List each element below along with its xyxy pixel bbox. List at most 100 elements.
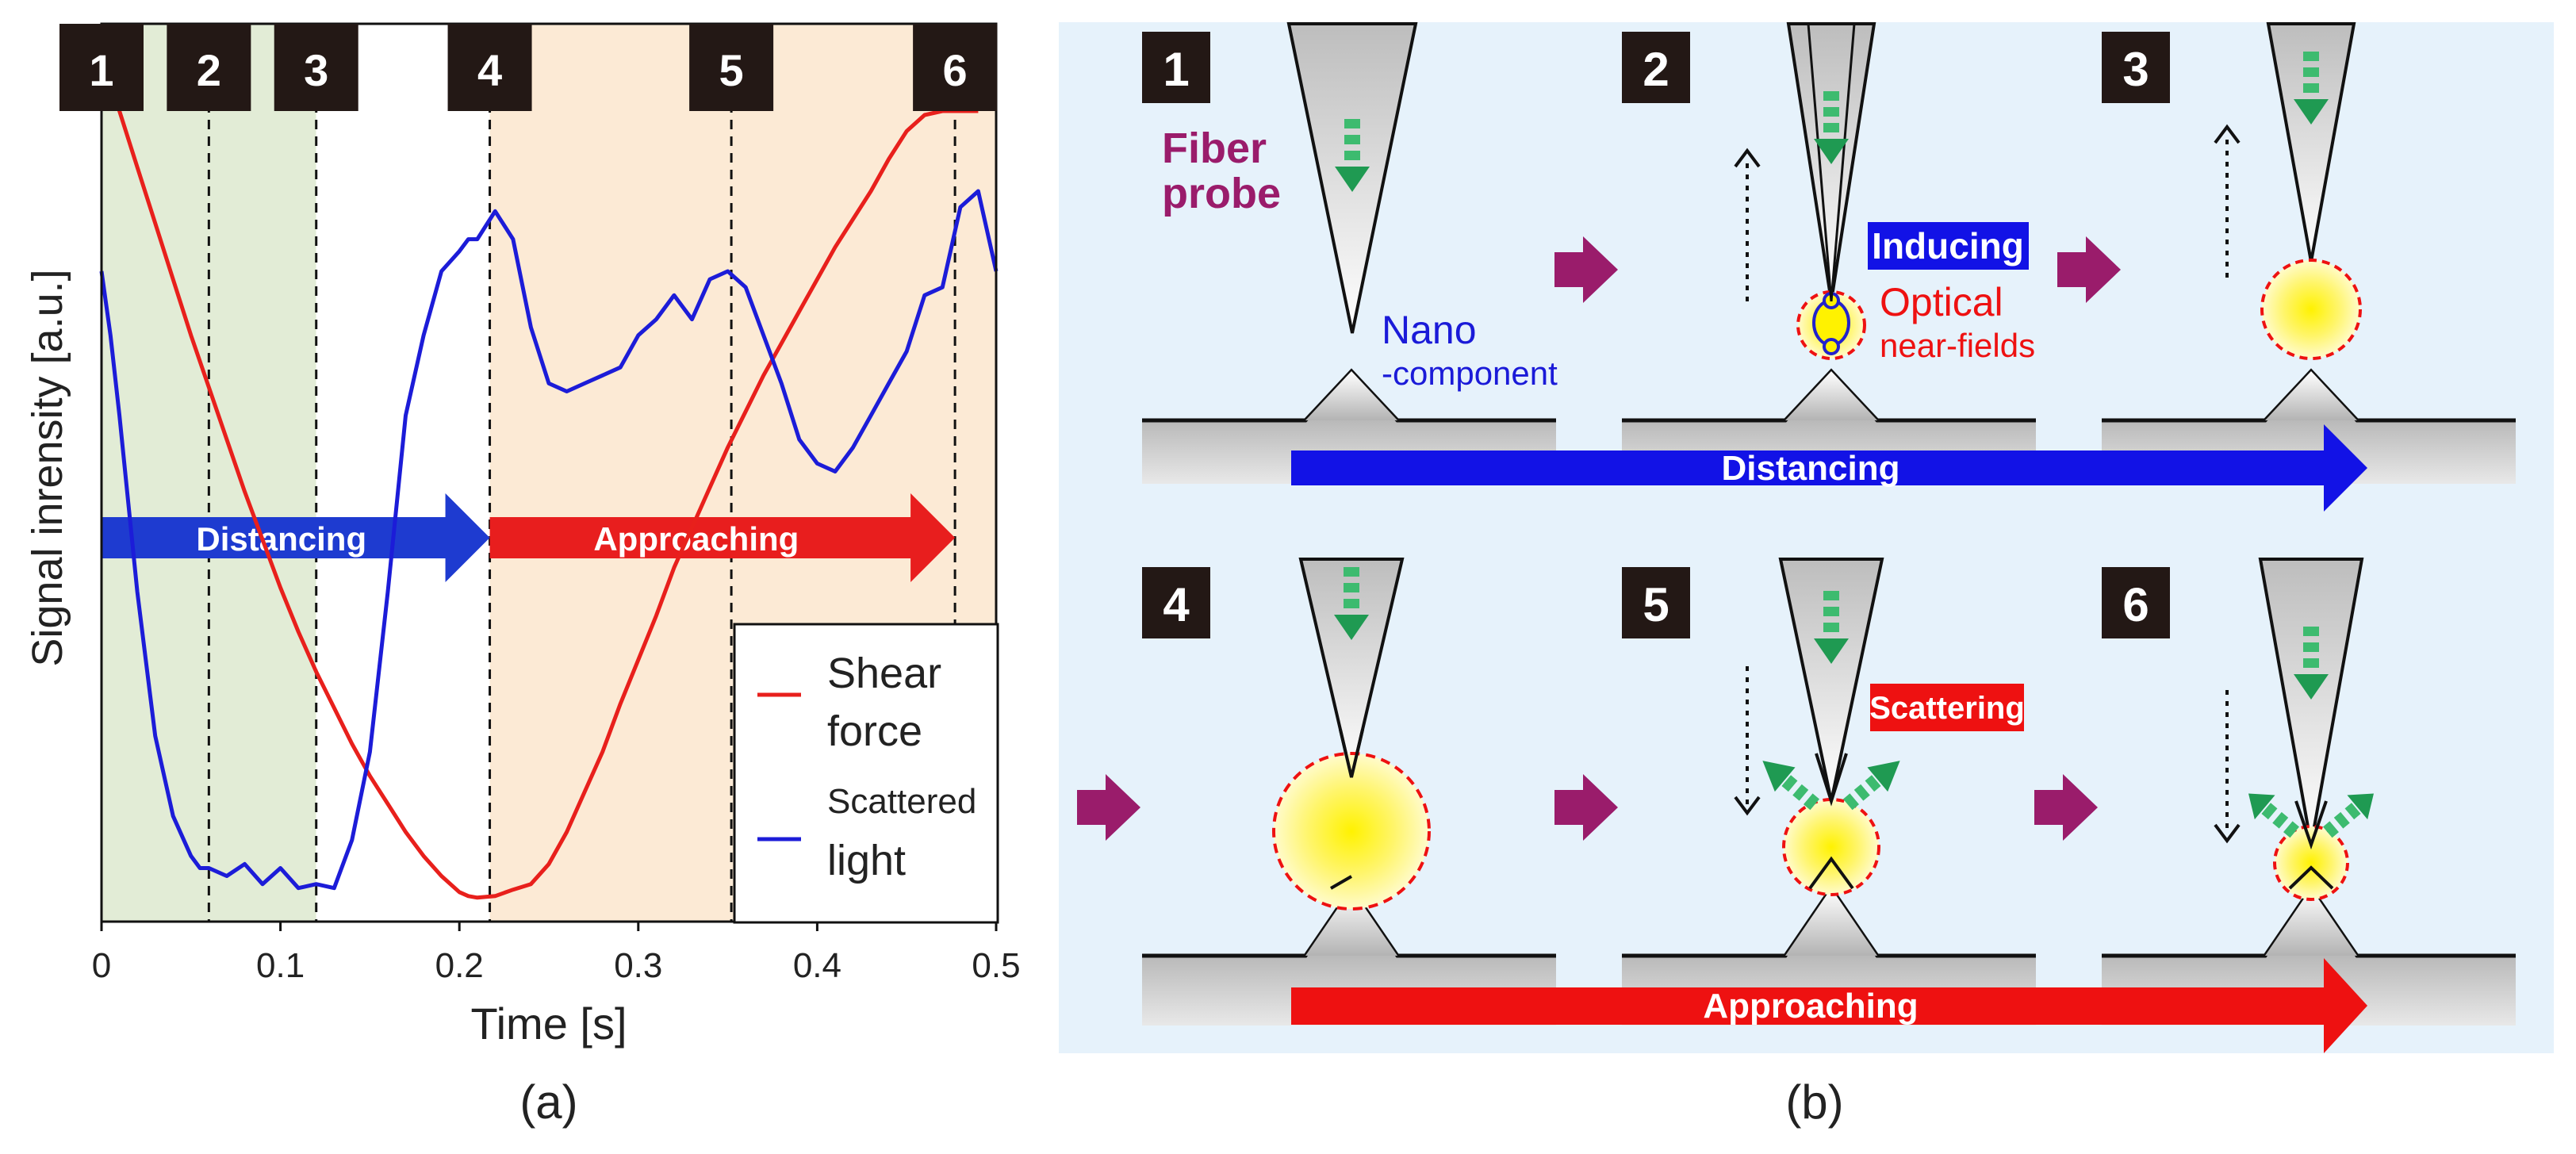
step-arrow-4-5 [1554,774,1618,841]
probe-motion-arrows [1734,124,2241,844]
up-dotted-arrow-2 [1734,148,1761,301]
marker-box-5 [689,24,774,111]
step-arrow-1-2 [1554,236,1618,303]
y-axis-label: Signal inrensity [a.u.] [24,269,71,666]
distancing-bar: Distancing [1291,424,2367,512]
phase-arrow-approaching [489,493,956,582]
green-arrow-3 [2294,52,2329,125]
down-dotted-arrow-6 [2214,690,2241,844]
green-arrow-6 [2294,627,2329,700]
step-box-2 [1622,32,1690,103]
approaching-bar-label: Approaching [1703,987,1918,1026]
optical-label: Optical [1880,280,2003,324]
diagram-background [1059,22,2554,1053]
x-tick-label-5: 0.5 [972,946,1020,985]
fiber-probe-label-1: Fiber [1162,125,1267,172]
legend-label-scattered-light-1: Scattered [827,782,976,821]
legend-label-shear-force-2: force [827,707,922,755]
approaching-bar: Approaching [1291,958,2367,1053]
marker-box-3 [274,24,358,111]
series-line-shear-force [99,62,979,900]
scatter-arrow-6-right [2322,793,2374,838]
marker-label-2: 2 [197,45,221,95]
x-tick-label-1: 0.1 [256,946,305,985]
step-label-5: 5 [1643,578,1669,631]
glow-4 [1272,752,1431,911]
green-arrow-5 [1814,591,1849,664]
distancing-bar-label: Distancing [1722,449,1900,488]
step-box-1 [1142,32,1210,103]
fiber-probe-4 [1298,558,1405,778]
step-label-2: 2 [1643,43,1669,96]
nano-component-label-2: -component [1382,355,1558,392]
phase-arrow-label-distancing: Distancing [196,520,366,558]
x-tick-label-4: 0.4 [793,946,841,985]
marker-label-1: 1 [89,45,113,95]
scattering-tag-box [1870,684,2024,731]
marker-box-1 [59,24,144,111]
step-box-5 [1622,567,1690,638]
panel-b-caption: (b) [1785,1075,1843,1129]
step-boxes: 1 2 3 4 5 6 [1142,32,2170,638]
plot-frame [100,22,998,923]
step-label-4: 4 [1163,578,1190,631]
step-label-1: 1 [1163,43,1189,96]
x-tick-label-3: 0.3 [614,946,662,985]
step-arrow-5-6 [2034,774,2098,841]
legend: Shear force Scattered light [733,623,999,924]
x-tick-label-2: 0.2 [435,946,484,985]
phase-arrow-label-approaching: Approaching [593,520,799,558]
panel-a-caption: (a) [519,1075,577,1129]
fiber-probe-6 [2258,558,2364,845]
step-box-6 [2102,567,2170,638]
step-label-6: 6 [2122,578,2149,631]
fiber-probe-label-2: probe [1162,170,1281,217]
region-white [316,24,490,922]
legend-box [733,623,999,924]
scatter-arrow-6-left [2248,793,2300,838]
glow-6 [2273,825,2349,901]
step-box-3 [2102,32,2170,103]
inducing-tag: Inducing [1868,222,2029,270]
marker-box-4 [447,24,532,111]
glow-5 [1782,798,1880,896]
tip-overlays [1330,23,2334,890]
marker-box-6 [913,24,998,111]
scattering-arrows [1762,761,2374,838]
marker-label-4: 4 [477,45,502,95]
legend-label-shear-force-1: Shear [827,650,941,697]
diagram-panel-b: Distancing Approaching [1059,22,2554,1129]
phase-arrows: Distancing Approaching [102,493,956,582]
scatter-arrow-5-left [1762,761,1820,811]
scattering-tag-label: Scattering [1869,691,2025,726]
inducing-tag-box [1868,222,2029,270]
phase-arrow-distancing [102,493,490,582]
fiber-probe-3 [2266,22,2356,263]
step-label-3: 3 [2122,43,2149,96]
scatter-arrow-5-right [1842,761,1900,811]
green-arrow-1 [1335,119,1370,192]
series-layer [99,62,999,900]
legend-label-scattered-light-2: light [827,837,906,884]
down-dotted-arrow-5 [1734,666,1761,816]
up-dotted-arrow-3 [2214,124,2241,278]
nano-component-label-1: Nano [1382,308,1477,352]
approaching-arrow-shape [1291,958,2367,1053]
step-arrow-2-3 [2057,236,2121,303]
marker-label-5: 5 [719,45,744,95]
inducing-tag-label: Inducing [1872,225,2024,266]
step-arrows [1077,236,2121,841]
near-fields-label: near-fields [1880,327,2035,364]
marker-box-2 [167,24,251,111]
distancing-arrow-shape [1291,424,2367,512]
fiber-probe-5 [1778,558,1884,802]
marker-label-3: 3 [304,45,328,95]
x-axis-label: Time [s] [470,999,627,1049]
series-line-scattered-light [99,189,999,891]
scattering-tag: Scattering [1869,684,2025,731]
green-arrow-4 [1334,567,1369,640]
